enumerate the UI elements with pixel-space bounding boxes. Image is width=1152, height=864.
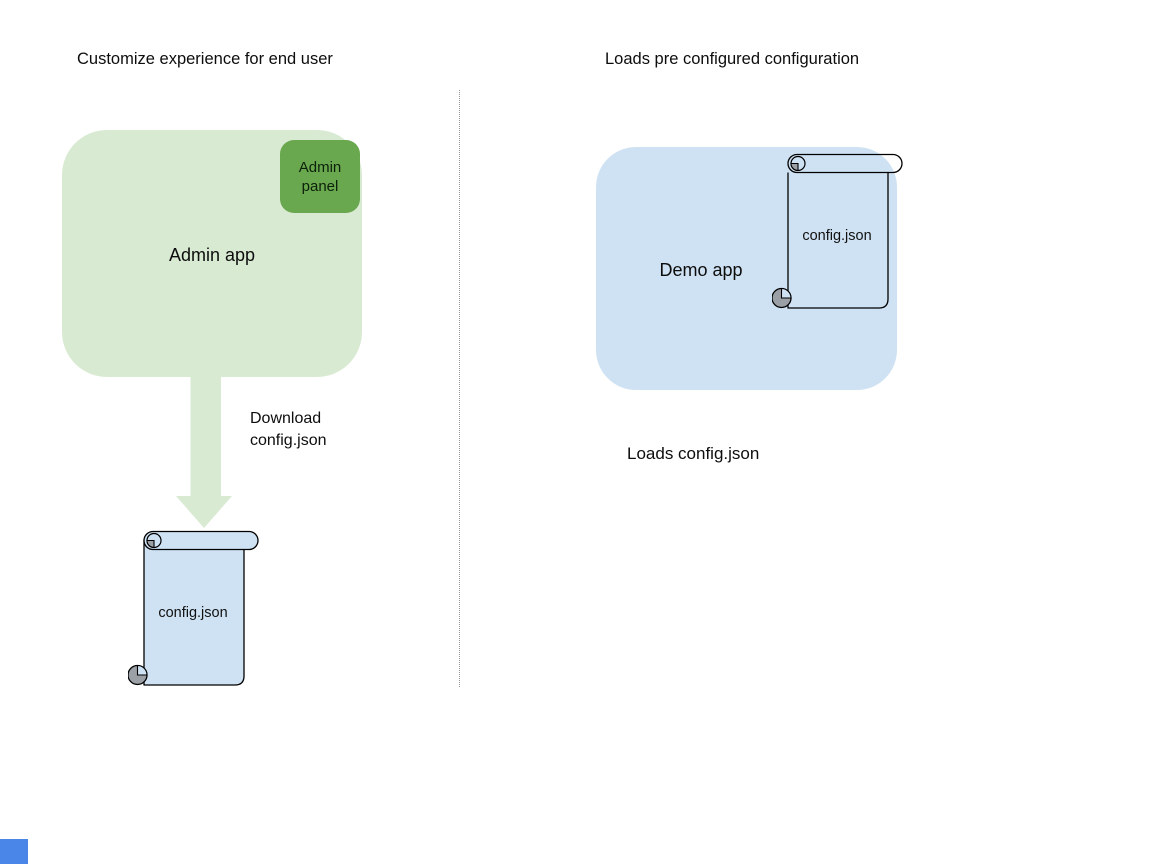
section-divider bbox=[459, 90, 460, 687]
demo-app-box bbox=[596, 147, 897, 390]
left-section-title: Customize experience for end user bbox=[77, 50, 333, 68]
config-file-scroll-right bbox=[772, 153, 903, 309]
admin-panel-label: Admin panel bbox=[298, 158, 342, 195]
corner-accent-square bbox=[0, 839, 28, 864]
loads-config-caption: Loads config.json bbox=[627, 444, 760, 463]
demo-app-label: Demo app bbox=[659, 260, 743, 280]
download-arrow-label: Download config.json bbox=[250, 410, 327, 449]
config-file-label-right: config.json bbox=[802, 228, 872, 244]
config-file-label-left: config.json bbox=[158, 605, 228, 621]
config-file-scroll-left bbox=[128, 530, 259, 686]
download-arrow-icon bbox=[176, 377, 232, 528]
admin-app-label: Admin app bbox=[168, 245, 256, 265]
right-section-title: Loads pre configured configuration bbox=[605, 50, 860, 68]
admin-panel-box: Admin panel bbox=[280, 140, 360, 213]
